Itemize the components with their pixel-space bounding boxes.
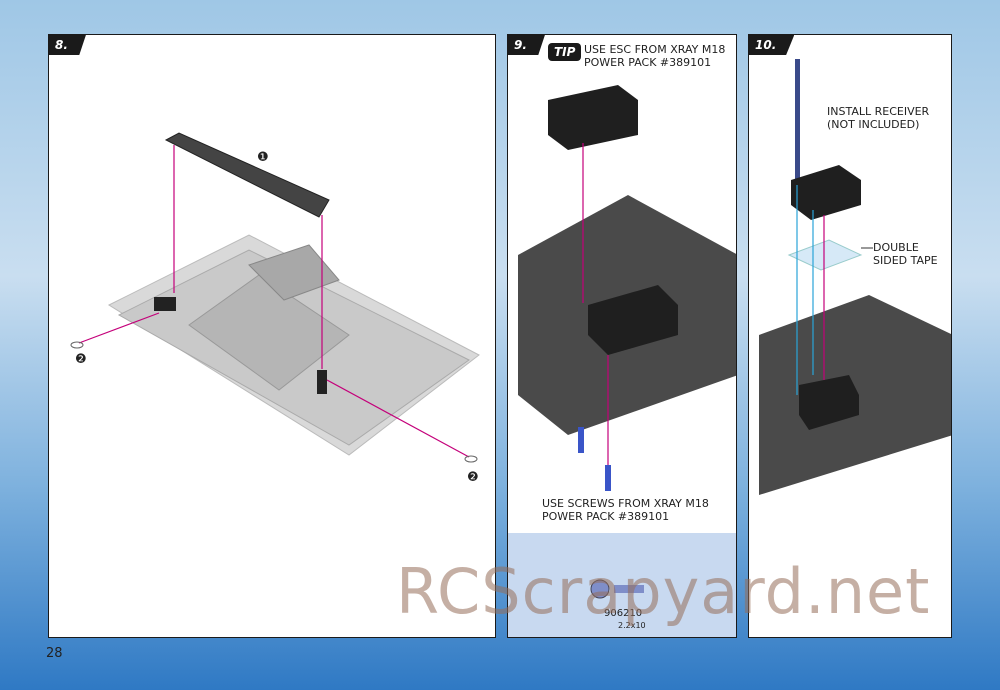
receiver-install-illustration — [759, 59, 951, 495]
part-size: 2.2x10 — [618, 621, 646, 630]
antenna-tube — [795, 59, 800, 189]
part-number: 906210 — [604, 608, 643, 619]
callout-2: ❷ — [75, 352, 87, 367]
esc-install-illustration — [518, 85, 736, 491]
screw-icon — [578, 427, 584, 453]
body-clip-icon — [464, 455, 478, 463]
step-10-panel: 10. INSTALL RECEIVER (NOT INCLUDED) DOUB… — [748, 34, 952, 638]
screw-icon — [605, 465, 611, 491]
parts-box: 906210 2.2x10 — [508, 533, 736, 637]
callout-1: ❶ — [257, 150, 269, 165]
step-label: 10. — [749, 35, 795, 55]
step-9-panel: 9. TIP USE ESC FROM XRAY M18 POWER PACK … — [507, 34, 737, 638]
esc-unit — [548, 85, 638, 150]
rear-post — [317, 370, 327, 394]
front-post — [154, 297, 176, 311]
body-clip-icon — [70, 341, 84, 349]
screw-part-illustration — [590, 579, 644, 599]
tip-text: USE ESC FROM XRAY M18 POWER PACK #389101 — [584, 43, 726, 69]
chassis-assembly-illustration — [70, 132, 480, 463]
callout-2: ❷ — [467, 470, 479, 485]
tip-badge: TIP — [548, 43, 582, 61]
step-label: 8. — [49, 35, 86, 55]
step-label: 9. — [508, 35, 545, 55]
watermark: RCScrapyard.net — [396, 555, 931, 628]
step-8-panel: 8. ❶ ❷ ❷ — [48, 34, 496, 638]
screw-note: USE SCREWS FROM XRAY M18 POWER PACK #389… — [542, 497, 709, 523]
receiver-note: INSTALL RECEIVER (NOT INCLUDED) — [827, 105, 930, 131]
background-pattern — [0, 120, 50, 520]
page-number: 28 — [46, 646, 63, 661]
tape-note: DOUBLE SIDED TAPE — [873, 241, 938, 267]
receiver-unit — [791, 165, 861, 220]
double-sided-tape — [787, 239, 863, 271]
